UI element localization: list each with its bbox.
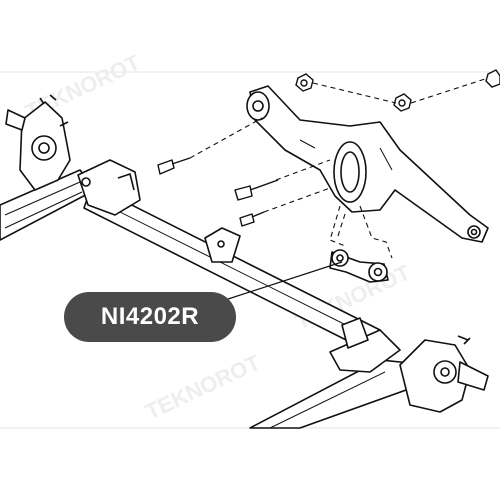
- nuts: [295, 69, 500, 112]
- left-beam-bracket: [77, 159, 141, 216]
- right-wheel-hub: [399, 335, 489, 413]
- leader-line: [224, 261, 343, 301]
- part-number-label: NI4202R: [64, 292, 236, 342]
- center-bracket: [204, 227, 241, 263]
- lateral-link: [329, 249, 389, 283]
- right-trailing-arm: [249, 317, 431, 429]
- bolts: [157, 157, 279, 227]
- left-wheel-hub: [5, 94, 71, 191]
- assembly-guides: [189, 77, 489, 259]
- differential-mount: [246, 85, 489, 243]
